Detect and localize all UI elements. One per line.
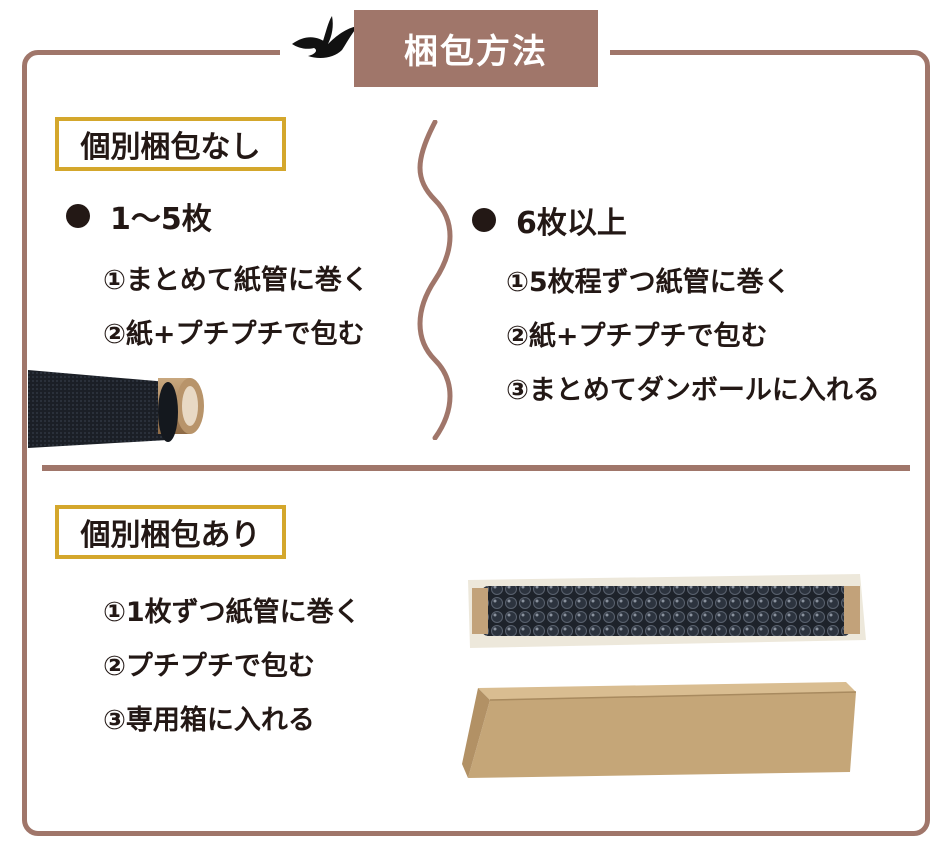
group-heading-6-plus: 6枚以上 — [472, 198, 627, 242]
swallow-icon — [292, 16, 358, 58]
step-item: ③まとめてダンボールに入れる — [506, 375, 880, 406]
step-item: ③専用箱に入れる — [103, 705, 315, 736]
cardboard-box-photo — [462, 682, 857, 778]
bullet-dot-icon — [66, 204, 90, 228]
rolled-fabric-photo — [28, 370, 204, 448]
step-item: ①まとめて紙管に巻く — [103, 265, 369, 296]
step-item: ②プチプチで包む — [103, 651, 315, 682]
section-divider — [42, 465, 910, 471]
group-heading-1-5: 1〜5枚 — [66, 194, 212, 238]
step-item: ②紙+プチプチで包む — [103, 319, 365, 350]
page-title: 梱包方法 — [404, 32, 548, 72]
section-label-with-individual: 個別梱包あり — [55, 505, 286, 559]
group-heading-text: 6枚以上 — [516, 206, 627, 241]
bullet-dot-icon — [472, 208, 496, 232]
wavy-divider — [417, 120, 453, 440]
step-item: ②紙+プチプチで包む — [506, 321, 768, 352]
step-item: ①5枚程ずつ紙管に巻く — [506, 267, 791, 298]
title-banner: 梱包方法 — [354, 10, 598, 87]
group-heading-text: 1〜5枚 — [110, 202, 212, 237]
step-item: ①1枚ずつ紙管に巻く — [103, 597, 361, 628]
section-label-no-individual: 個別梱包なし — [55, 117, 286, 171]
bubble-wrapped-tube-photo — [468, 574, 866, 648]
